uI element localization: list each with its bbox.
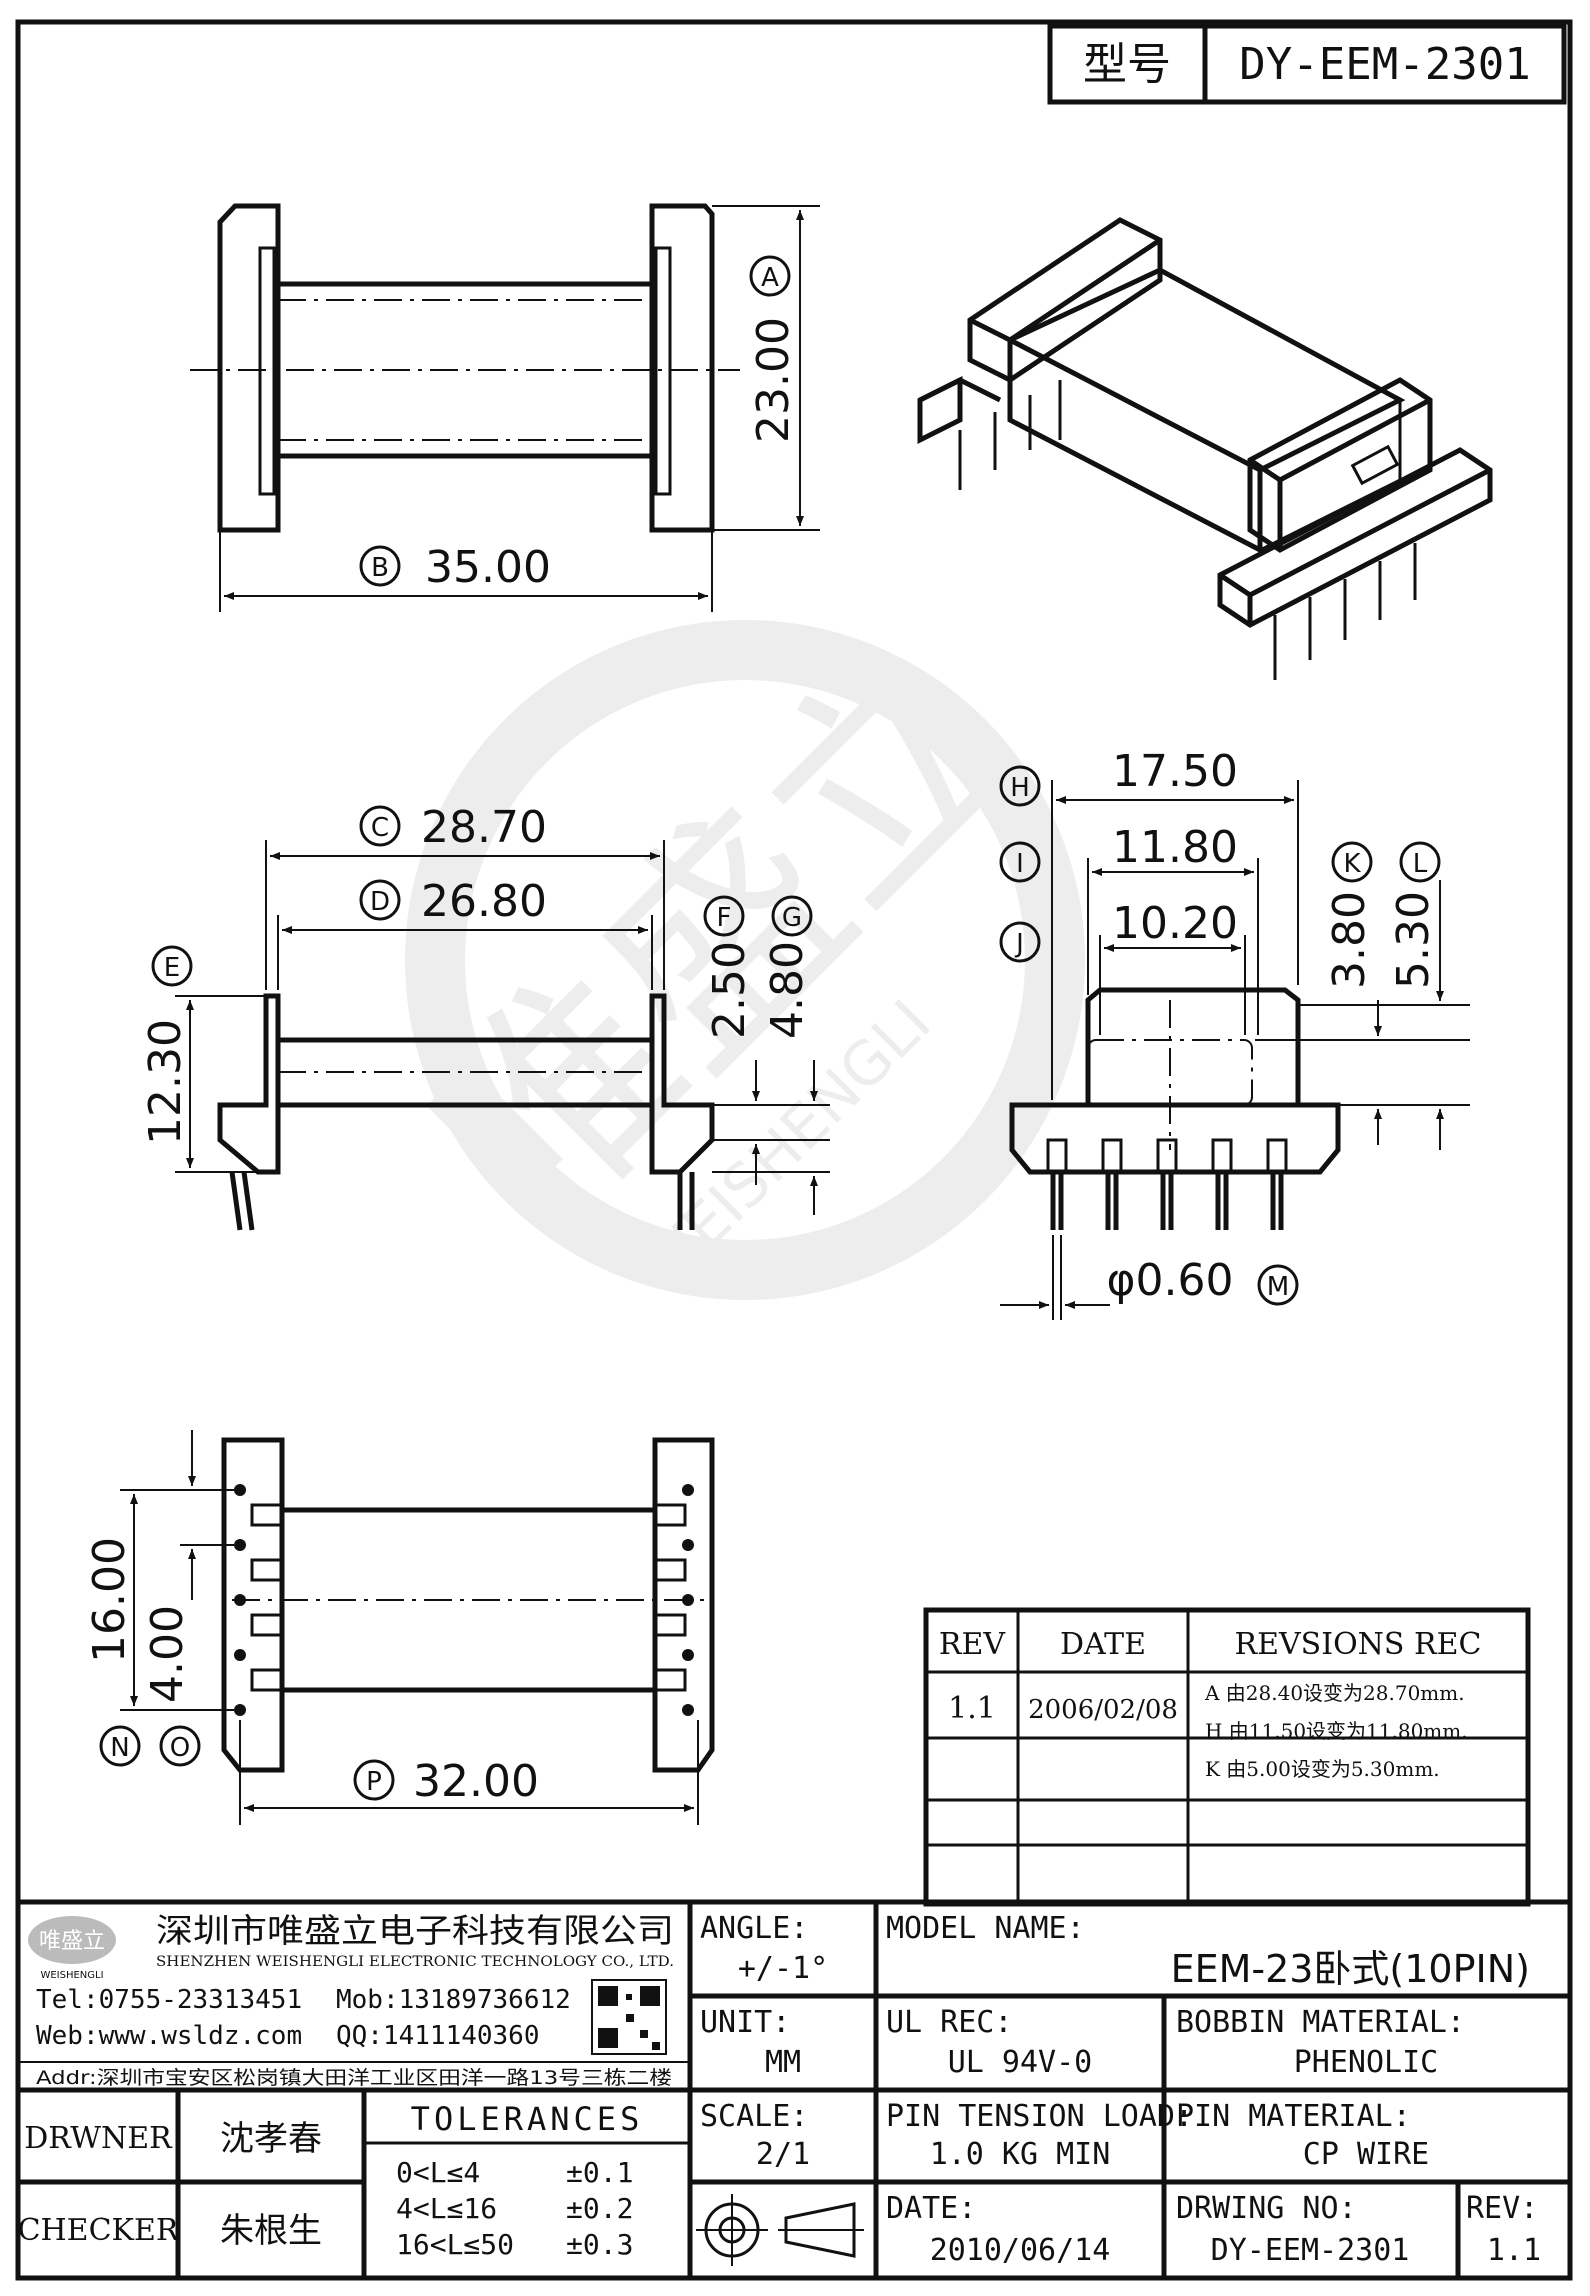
dim-label-n: N	[110, 1733, 129, 1763]
dim-label-b: B	[371, 553, 389, 583]
dim-p-1600: 16.00	[84, 1537, 135, 1663]
bobbin-label: BOBBIN MATERIAL:	[1176, 2005, 1465, 2040]
model-name-label: MODEL NAME:	[886, 1911, 1085, 1946]
checker-value: 朱根生	[220, 2211, 322, 2251]
dim-label-i: I	[1016, 849, 1024, 879]
model-name-value: EEM-23卧式(10PIN)	[1171, 1947, 1530, 1991]
dim-label-a: A	[761, 263, 779, 293]
drawer-label: DRWNER	[24, 2121, 173, 2156]
drwing-label: DRWING NO:	[1176, 2191, 1357, 2226]
dim-width-35: 35.00	[425, 542, 551, 593]
rev-header-date: DATE	[1060, 1627, 1146, 1662]
company-logo-sub: WEISHENGLI	[40, 1970, 103, 1981]
dim-h-480: 4.80	[762, 941, 813, 1039]
pin-tension-value: 1.0 KG MIN	[930, 2137, 1111, 2172]
company-qq: QQ:1411140360	[336, 2021, 540, 2051]
company-tel: Tel:0755-23313451	[36, 1985, 302, 2015]
unit-value: MM	[765, 2045, 801, 2080]
tolerances-label: TOLERANCES	[411, 2100, 644, 2138]
rev-row-note-2: H 由11.50设变为11.80mm.	[1205, 1719, 1468, 1743]
bobbin-value: PHENOLIC	[1294, 2045, 1439, 2080]
rev-label: REV:	[1466, 2191, 1538, 2226]
checker-label: CHECKER	[18, 2213, 180, 2248]
front-view: H 17.50 I 11.80 J 10.20 K 3.80 L 5.30	[999, 746, 1470, 1320]
dim-h-380: 3.80	[1324, 891, 1375, 989]
company-name-cn: 深圳市唯盛立电子科技有限公司	[156, 1911, 674, 1950]
top-view: A 23.00 B 35.00	[190, 203, 820, 612]
drwing-value: DY-EEM-2301	[1211, 2233, 1410, 2268]
dim-label-l: L	[1413, 849, 1428, 879]
company-web: Web:www.wsldz.com	[36, 2021, 302, 2051]
dim-len-2870: 28.70	[421, 802, 547, 853]
dim-label-p: P	[366, 1767, 382, 1797]
dim-label-c: C	[371, 813, 389, 843]
model-number-box: 型号 DY-EEM-2301	[1047, 23, 1567, 105]
dim-height-23: 23.00	[748, 317, 799, 443]
dim-label-h: H	[1010, 773, 1030, 803]
rev-row-rev: 1.1	[948, 1691, 996, 1726]
dim-h-1230: 12.30	[140, 1019, 191, 1145]
tol-value-2: ±0.2	[566, 2192, 633, 2225]
title-block: 唯盛立 WEISHENGLI 深圳市唯盛立电子科技有限公司 SHENZHEN W…	[18, 1899, 1570, 2278]
company-addr: Addr:深圳市宝安区松岗镇大田洋工业区田洋一路13号三栋二楼	[36, 2067, 672, 2089]
dim-h-250: 2.50	[704, 941, 755, 1039]
pin-tension-label: PIN TENSION LOAD:	[886, 2099, 1193, 2134]
bottom-pin-holes	[234, 1484, 694, 1716]
front-pins	[1046, 1138, 1288, 1230]
ul-value: UL 94V-0	[948, 2045, 1093, 2080]
drawer-value: 沈孝春	[220, 2119, 322, 2159]
tol-value-1: ±0.1	[566, 2156, 633, 2189]
dim-p-400: 4.00	[142, 1605, 193, 1703]
dim-label-e: E	[164, 953, 180, 983]
dim-label-j: J	[1014, 929, 1024, 959]
angle-label: ANGLE:	[700, 1911, 808, 1946]
dim-w-1750: 17.50	[1112, 746, 1238, 797]
tol-range-2: 4<L≤16	[396, 2192, 497, 2225]
company-mob: Mob:13189736612	[336, 1985, 571, 2015]
ul-label: UL REC:	[886, 2005, 1012, 2040]
tol-value-3: ±0.3	[566, 2228, 633, 2261]
qr-code	[591, 1979, 667, 2055]
revision-table: REV DATE REVSIONS REC 1.1 2006/02/08 A 由…	[923, 1607, 1531, 1907]
rev-row-note-1: A 由28.40设变为28.70mm.	[1204, 1681, 1465, 1705]
rev-row-note-3: K 由5.00设变为5.30mm.	[1205, 1757, 1440, 1781]
rev-header-rev: REV	[939, 1627, 1006, 1662]
rev-row-date: 2006/02/08	[1028, 1695, 1178, 1725]
dim-w-1020: 10.20	[1112, 898, 1238, 949]
tol-range-1: 0<L≤4	[396, 2156, 480, 2189]
date-label: DATE:	[886, 2191, 976, 2226]
dim-label-o: O	[170, 1733, 190, 1763]
projection-symbol	[696, 2194, 864, 2266]
unit-label: UNIT:	[700, 2005, 790, 2040]
angle-value: +/-1°	[738, 1951, 828, 1986]
tol-range-3: 16<L≤50	[396, 2228, 514, 2261]
rev-header-rec: REVSIONS REC	[1235, 1627, 1482, 1662]
dim-h-530: 5.30	[1388, 891, 1439, 989]
dim-label-k: K	[1343, 849, 1361, 879]
dim-w-1180: 11.80	[1112, 822, 1238, 873]
dim-label-f: F	[717, 903, 732, 933]
dim-p-3200: 32.00	[413, 1756, 539, 1807]
scale-value: 2/1	[756, 2137, 810, 2172]
model-number: DY-EEM-2301	[1239, 39, 1530, 90]
bottom-view: 16.00 N 4.00 O P 32.00	[84, 1430, 715, 1825]
model-label: 型号	[1083, 39, 1171, 90]
pin-material-label: PIN MATERIAL:	[1176, 2099, 1411, 2134]
isometric-view	[917, 217, 1493, 680]
scale-label: SCALE:	[700, 2099, 808, 2134]
side-view: C 28.70 D 26.80 E 12.30 F 2.50 G 4.80	[140, 802, 830, 1231]
company-logo-text: 唯盛立	[39, 1929, 105, 1954]
dim-label-g: G	[782, 903, 802, 933]
dim-len-2680: 26.80	[421, 876, 547, 927]
dim-pin-dia: φ0.60	[1107, 1255, 1234, 1306]
dim-label-d: D	[370, 887, 390, 917]
company-name-en: SHENZHEN WEISHENGLI ELECTRONIC TECHNOLOG…	[156, 1954, 674, 1970]
company-logo: 唯盛立 WEISHENGLI	[28, 1916, 116, 1981]
pin-material-value: CP WIRE	[1303, 2137, 1429, 2172]
dim-label-m: M	[1267, 1272, 1289, 1302]
rev-value: 1.1	[1487, 2233, 1541, 2268]
date-value: 2010/06/14	[930, 2233, 1111, 2268]
sheet-border	[15, 19, 1573, 2281]
